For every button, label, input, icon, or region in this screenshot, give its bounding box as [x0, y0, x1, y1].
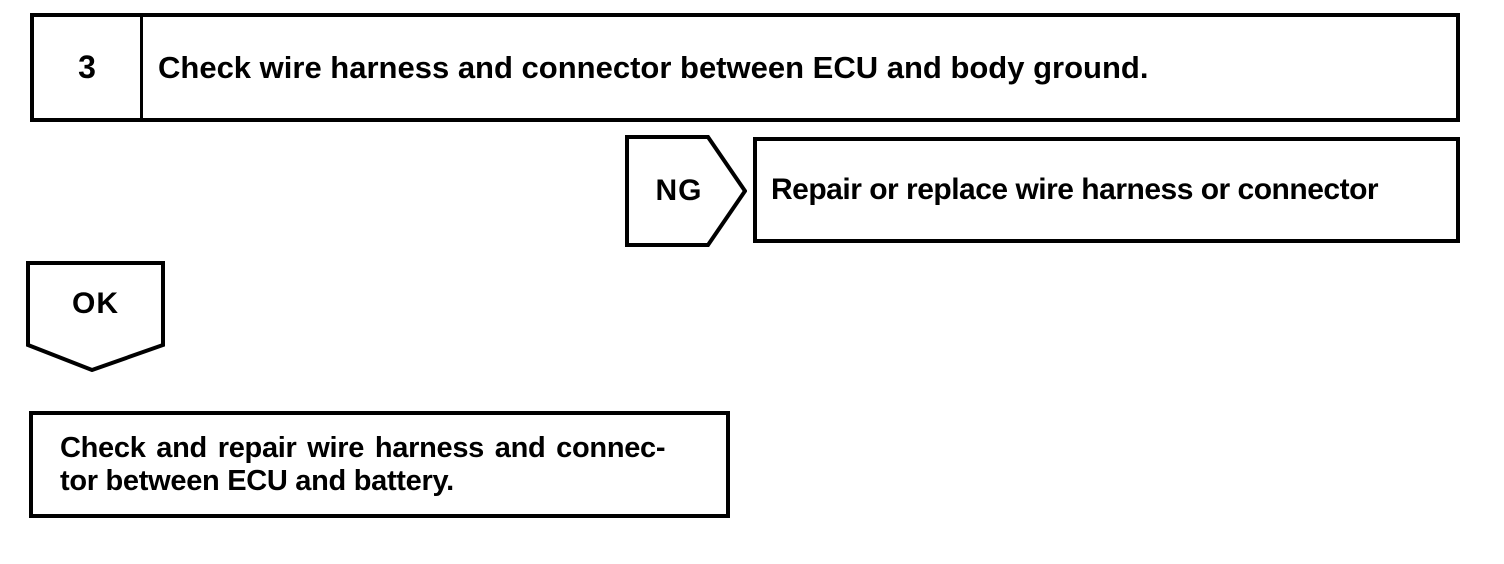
- step-number: 3: [34, 17, 143, 118]
- ng-connector: NG: [625, 135, 747, 247]
- step-box: 3 Check wire harness and connector betwe…: [30, 13, 1460, 122]
- ok-connector: OK: [26, 261, 165, 372]
- ng-arrow-icon: [625, 135, 747, 247]
- ng-action-box: Repair or replace wire harness or connec…: [753, 137, 1460, 243]
- result-line: tor between ECU and battery.: [60, 465, 454, 497]
- result-line: Check and repair wire harness and connec…: [60, 432, 666, 464]
- step-instruction: Check wire harness and connector between…: [158, 49, 1149, 85]
- ok-arrow-icon: [26, 261, 165, 372]
- result-box: Check and repair wire harness and connec…: [29, 411, 730, 518]
- ok-label: OK: [72, 287, 119, 320]
- ng-label: NG: [655, 174, 703, 207]
